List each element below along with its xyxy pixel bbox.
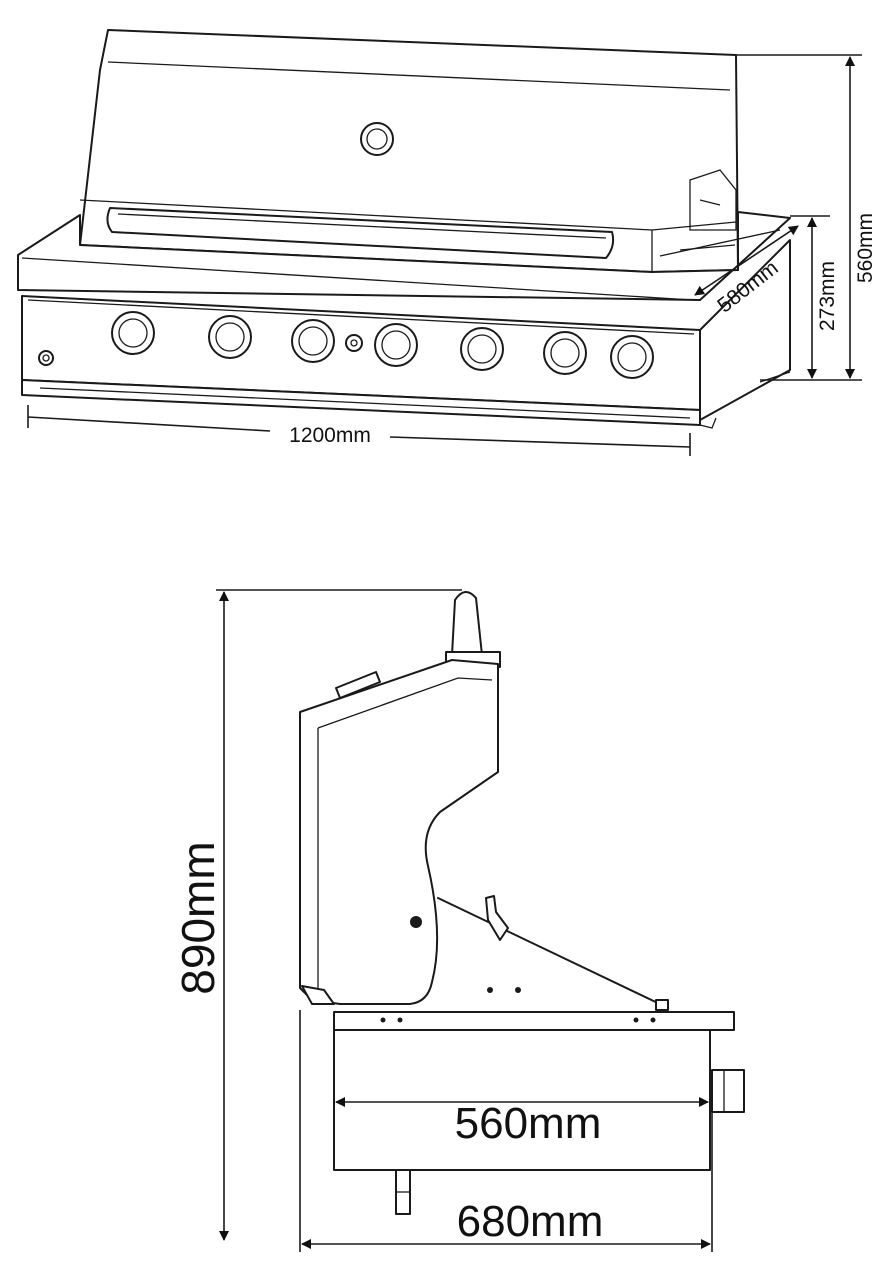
burner-knob-1	[111, 311, 155, 355]
hood-side-profile	[299, 659, 499, 1005]
side-view-drawing	[299, 591, 745, 1215]
ignition-button-icon	[345, 334, 363, 352]
burner-knob-2	[208, 315, 252, 359]
hood-handle	[106, 207, 615, 259]
hood-support-arm	[437, 897, 665, 1007]
thermometer-icon	[360, 122, 394, 156]
inner-depth-label: 560mm	[455, 1099, 602, 1148]
burner-knob-3	[291, 319, 335, 363]
overall-height-label: 890mm	[172, 841, 224, 994]
overall-depth-label: 680mm	[457, 1197, 604, 1246]
light-switch-icon	[38, 350, 54, 366]
total-height-label: 560mm	[854, 213, 877, 283]
burner-knob-5	[460, 327, 504, 371]
burner-knob-4	[374, 323, 418, 367]
side-dimensions	[216, 589, 713, 1252]
width-label: 1200mm	[289, 424, 371, 447]
front-dimensions	[27, 54, 862, 456]
counter-top	[333, 1011, 735, 1031]
base-height-label: 273mm	[816, 261, 839, 331]
front-view-drawing	[17, 29, 791, 429]
side-knob-icon	[711, 1069, 745, 1113]
burner-knob-6	[543, 331, 587, 375]
hood-vent-cap	[451, 591, 483, 656]
burner-knob-7	[610, 335, 654, 379]
